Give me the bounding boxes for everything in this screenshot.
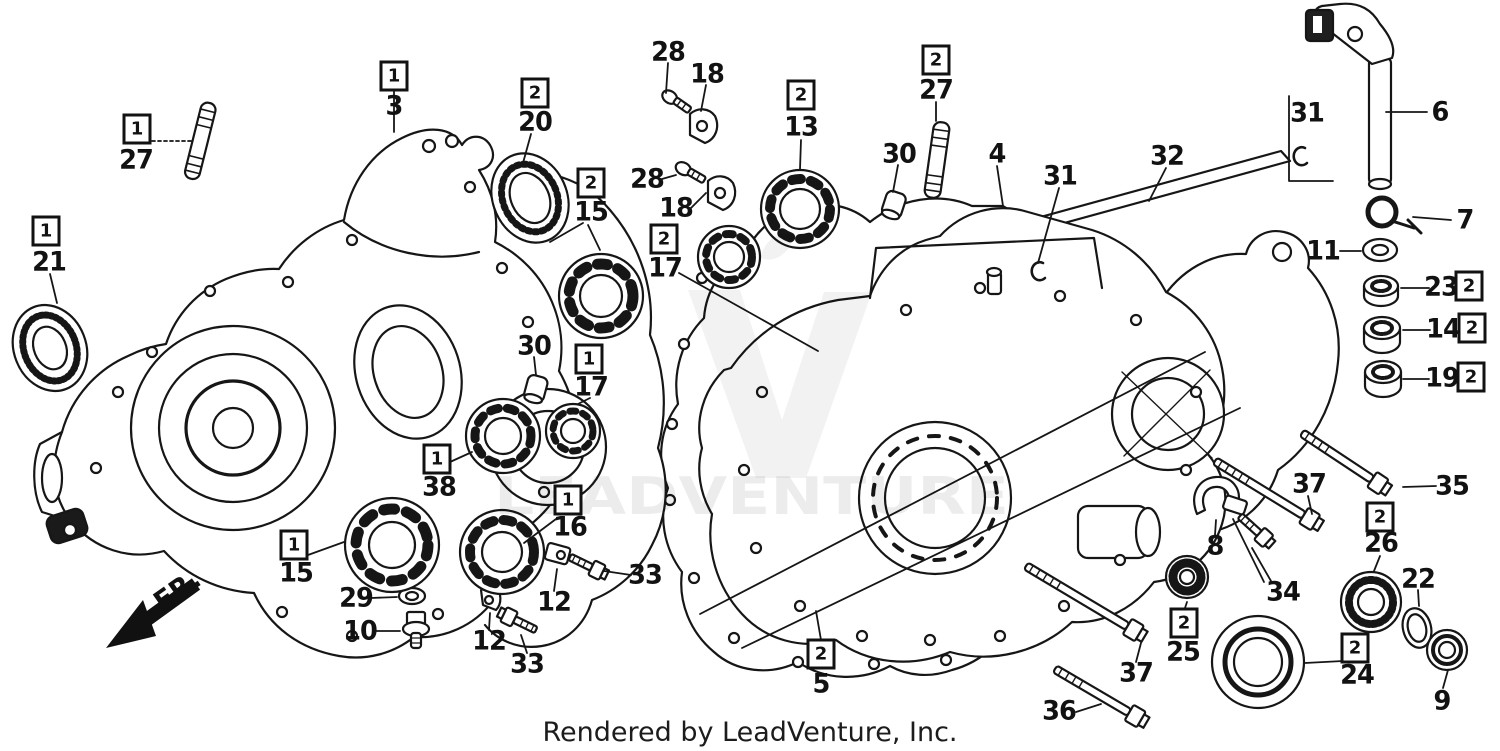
key-12-a <box>543 542 572 566</box>
bearing-25 <box>1164 554 1210 600</box>
setting-plate-18-top <box>688 108 719 145</box>
leader-lines <box>49 62 1452 713</box>
bearing-26 <box>1339 570 1403 634</box>
stud-bolt-27-right <box>923 121 951 199</box>
bushing-19 <box>1363 359 1403 399</box>
drain-bolt-10 <box>401 610 431 650</box>
kick-spring-7 <box>1365 195 1423 235</box>
left-crankcase-cover-part <box>33 128 608 659</box>
ball-bearing-15-upper <box>557 252 645 340</box>
fr-direction-arrow: FR. <box>106 564 207 648</box>
stud-bolt-27-left <box>183 101 217 181</box>
dowel-pin-30-left <box>523 374 549 405</box>
washer-11 <box>1361 237 1399 263</box>
ball-bearing-13 <box>759 168 841 250</box>
needle-bearing-20 <box>490 152 570 244</box>
dowel-pin-30-right <box>880 189 907 221</box>
ball-bearing-16 <box>458 508 546 596</box>
washer-29 <box>397 586 427 606</box>
clamp-8 <box>1193 475 1248 516</box>
ball-bearing-38 <box>464 397 542 475</box>
bolt-34 <box>1237 513 1277 550</box>
bolt-33-b <box>495 606 538 634</box>
oil-seal-24 <box>1210 614 1306 710</box>
flange-bolt-37-upper <box>1212 457 1325 533</box>
screw-28-mid <box>674 161 707 184</box>
flange-bolt-37-lower <box>1023 562 1149 643</box>
footer-credit: Rendered by LeadVenture, Inc. <box>542 717 957 748</box>
setting-plate-18-mid <box>706 175 737 212</box>
flange-bolt-35 <box>1299 429 1394 497</box>
circlip-31-b <box>1292 145 1309 167</box>
bolt-33-a <box>568 553 611 581</box>
oil-seal-21 <box>11 303 89 393</box>
flange-bolt-36 <box>1052 665 1151 729</box>
oil-seal-9 <box>1425 628 1469 672</box>
right-crankcase-part <box>698 207 1241 663</box>
screw-28-top <box>661 89 692 114</box>
ball-bearing-17-upper <box>696 224 762 290</box>
oring-22 <box>1401 607 1433 649</box>
kick-spindle-part <box>1304 2 1395 191</box>
bearing-23 <box>1362 274 1400 308</box>
ball-bearing-15-lower <box>343 496 441 594</box>
watermark-text: LEADVENTURE <box>494 467 1009 527</box>
bushing-14 <box>1362 315 1402 355</box>
ball-bearing-17-lower <box>544 402 602 460</box>
